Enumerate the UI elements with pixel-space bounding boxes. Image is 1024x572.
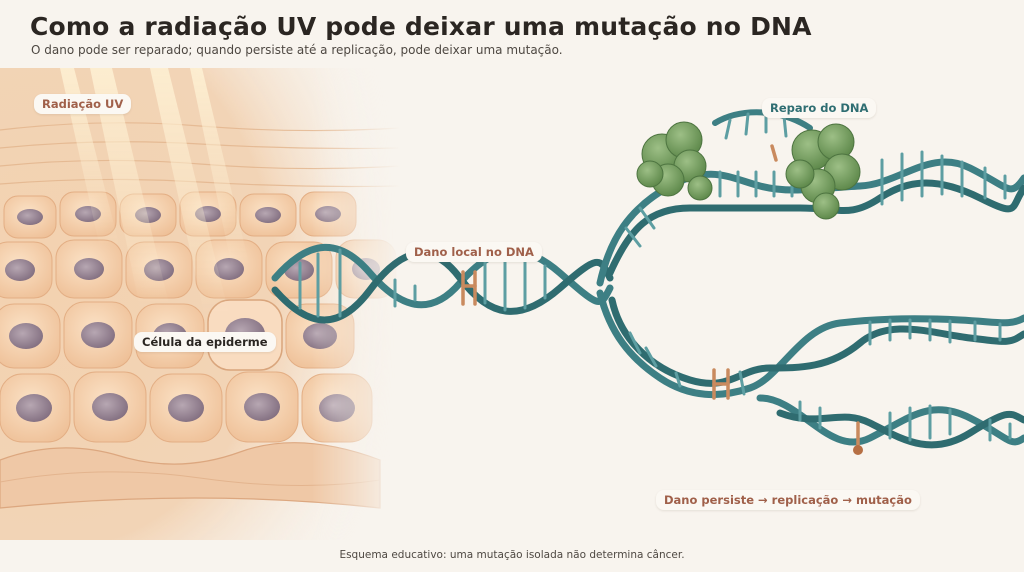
page-subtitle: O dano pode ser reparado; quando persist… bbox=[31, 43, 563, 57]
illustration-canvas bbox=[0, 68, 1024, 540]
footer: Esquema educativo: uma mutação isolada n… bbox=[0, 540, 1024, 572]
educational-note: Esquema educativo: uma mutação isolada n… bbox=[339, 549, 685, 561]
mutation-mark bbox=[853, 421, 863, 455]
dna-repair-label: Reparo do DNA bbox=[762, 98, 877, 118]
header: Como a radiação UV pode deixar uma mutaç… bbox=[0, 0, 1024, 68]
dna-helix bbox=[271, 109, 1024, 455]
local-dna-damage-label: Dano local no DNA bbox=[406, 242, 542, 262]
epidermis-tissue bbox=[0, 68, 401, 540]
damage-persists-label: Dano persiste → replicação → mutação bbox=[656, 490, 920, 510]
uv-radiation-label: Radiação UV bbox=[34, 94, 132, 114]
page-title: Como a radiação UV pode deixar uma mutaç… bbox=[30, 12, 812, 41]
damage-mark-replication bbox=[712, 368, 730, 400]
epidermis-cell-label: Célula da epiderme bbox=[134, 332, 276, 352]
illustration: Radiação UV Célula da epiderme Dano loca… bbox=[0, 68, 1024, 540]
damage-mark-local bbox=[461, 270, 477, 306]
repair-enzymes bbox=[636, 121, 861, 220]
